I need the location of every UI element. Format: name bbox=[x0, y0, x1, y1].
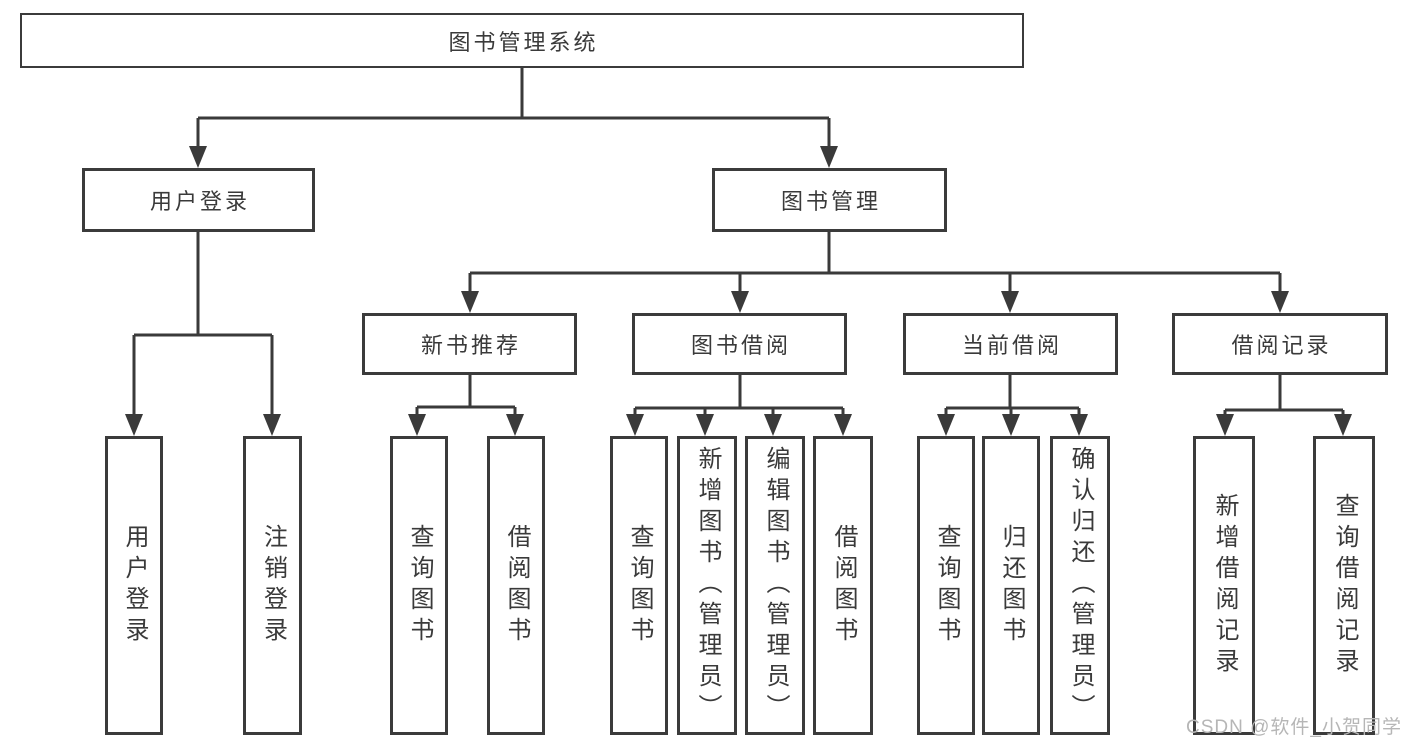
node-label: 查询图书 bbox=[933, 523, 960, 648]
arrowhead bbox=[696, 414, 714, 436]
node-label: 归还图书 bbox=[998, 523, 1025, 648]
node-label: 当前借阅 bbox=[961, 333, 1062, 358]
connector-newbook-to-leaves bbox=[415, 375, 517, 416]
connector-records-to-leaves bbox=[1223, 375, 1345, 416]
arrowhead bbox=[189, 146, 207, 168]
node-label: 图书管理 bbox=[780, 189, 881, 214]
leaf-query-books-borrowing: 查询图书 bbox=[610, 436, 668, 735]
node-borrowing-records: 借阅记录 bbox=[1172, 313, 1388, 375]
leaf-return-books: 归还图书 bbox=[982, 436, 1040, 735]
node-book-management: 图书管理 bbox=[712, 168, 947, 232]
node-label: 借阅图书 bbox=[830, 523, 857, 648]
leaf-edit-books-admin: 编辑图书（管理员） bbox=[745, 436, 805, 735]
node-label: 用户登录 bbox=[121, 523, 148, 648]
leaf-query-borrow-record: 查询借阅记录 bbox=[1313, 436, 1375, 735]
arrowhead bbox=[461, 291, 479, 313]
connector-bookmgmt-to-level3 bbox=[468, 232, 1282, 293]
arrowhead bbox=[125, 414, 143, 436]
node-label: 查询图书 bbox=[406, 523, 433, 648]
node-label: 新增图书（管理员） bbox=[694, 446, 721, 725]
node-label: 注销登录 bbox=[259, 523, 287, 648]
arrowhead bbox=[1334, 414, 1352, 436]
node-new-book-recommend: 新书推荐 bbox=[362, 313, 577, 375]
arrowhead bbox=[626, 414, 644, 436]
csdn-watermark: CSDN @软件_小贺同学 bbox=[1186, 717, 1402, 738]
arrowhead bbox=[1216, 414, 1234, 436]
leaf-borrow-books: 借阅图书 bbox=[813, 436, 873, 735]
arrowhead bbox=[834, 414, 852, 436]
arrowhead bbox=[1070, 414, 1088, 436]
node-user-login: 用户登录 bbox=[82, 168, 315, 232]
node-label: 查询图书 bbox=[626, 523, 653, 648]
node-label: 新书推荐 bbox=[420, 333, 521, 358]
connector-login-to-leaves bbox=[132, 232, 274, 416]
arrowhead bbox=[1001, 291, 1019, 313]
node-label: 确认归还（管理员） bbox=[1067, 446, 1094, 725]
arrowhead bbox=[263, 414, 281, 436]
arrowhead bbox=[820, 146, 838, 168]
node-library-system: 图书管理系统 bbox=[20, 13, 1024, 68]
leaf-logout: 注销登录 bbox=[243, 436, 302, 735]
arrowhead bbox=[764, 414, 782, 436]
arrowhead bbox=[731, 291, 749, 313]
node-label: 查询借阅记录 bbox=[1331, 492, 1358, 679]
node-label: 用户登录 bbox=[149, 189, 250, 214]
connector-root-to-level2 bbox=[196, 68, 831, 148]
leaf-query-books-current: 查询图书 bbox=[917, 436, 975, 735]
leaf-borrow-books-recommend: 借阅图书 bbox=[487, 436, 545, 735]
leaf-add-books-admin: 新增图书（管理员） bbox=[677, 436, 737, 735]
arrowhead bbox=[408, 414, 426, 436]
leaf-add-borrow-record: 新增借阅记录 bbox=[1193, 436, 1255, 735]
arrowhead bbox=[1271, 291, 1289, 313]
node-label: 借阅图书 bbox=[503, 523, 530, 648]
node-label: 编辑图书（管理员） bbox=[762, 446, 789, 725]
leaf-query-books-recommend: 查询图书 bbox=[390, 436, 448, 735]
arrowhead bbox=[937, 414, 955, 436]
connector-borrow-to-leaves bbox=[633, 375, 845, 416]
node-label: 图书管理系统 bbox=[448, 29, 599, 55]
arrowhead bbox=[1002, 414, 1020, 436]
arrowhead bbox=[506, 414, 524, 436]
leaf-user-login: 用户登录 bbox=[105, 436, 163, 735]
node-label: 借阅记录 bbox=[1231, 333, 1332, 358]
node-book-borrowing: 图书借阅 bbox=[632, 313, 847, 375]
node-label: 图书借阅 bbox=[690, 333, 791, 358]
node-current-borrowing: 当前借阅 bbox=[903, 313, 1118, 375]
leaf-confirm-return-admin: 确认归还（管理员） bbox=[1050, 436, 1110, 735]
connector-current-to-leaves bbox=[944, 375, 1081, 416]
node-label: 新增借阅记录 bbox=[1211, 492, 1238, 679]
